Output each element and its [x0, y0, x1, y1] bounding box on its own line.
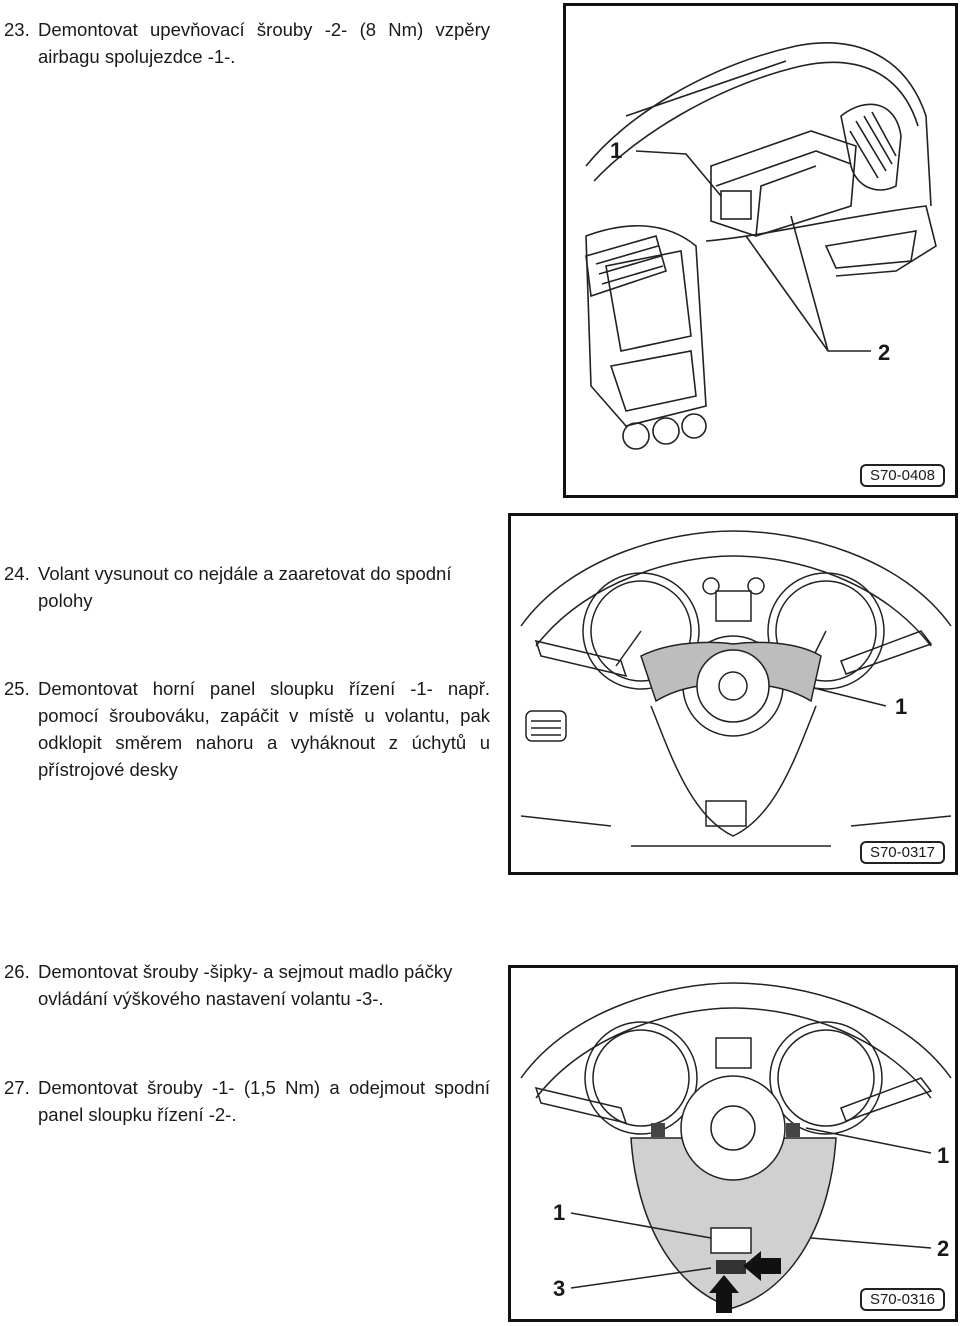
figure-code: S70-0317	[859, 841, 945, 864]
step-27: 27. Demontovat šrouby -1- (1,5 Nm) a ode…	[4, 1074, 490, 1128]
figure-code: S70-0408	[859, 464, 945, 487]
step-text: Demontovat horní panel sloupku řízení -1…	[38, 678, 490, 780]
figure-code: S70-0316	[859, 1288, 945, 1311]
figure-steering-lower-panel: 1 1 2 3 S70-0316	[508, 965, 958, 1322]
callout-1: 1	[895, 694, 908, 719]
figure-airbag-dashboard: 1 2 S70-0408	[563, 3, 958, 498]
callout-1-left: 1	[553, 1200, 566, 1225]
step-number: 27.	[4, 1077, 30, 1098]
steering-lower-drawing	[520, 982, 952, 1313]
step-text: Volant vysunout co nejdále a zaaretovat …	[38, 563, 452, 611]
step-26: 26. Demontovat šrouby -šipky- a sejmout …	[4, 958, 490, 1012]
callout-2: 2	[878, 340, 891, 365]
step-number: 25.	[4, 678, 30, 699]
step-text: Demontovat upevňovací šrouby -2- (8 Nm) …	[38, 19, 490, 67]
step-text: Demontovat šrouby -šipky- a sejmout madl…	[38, 961, 453, 1009]
step-number: 24.	[4, 563, 30, 584]
callout-3: 3	[553, 1276, 566, 1301]
step-23: 23. Demontovat upevňovací šrouby -2- (8 …	[4, 16, 490, 70]
step-text: Demontovat šrouby -1- (1,5 Nm) a odejmou…	[38, 1077, 490, 1125]
dashboard-drawing	[585, 42, 937, 450]
steering-upper-drawing	[520, 530, 952, 847]
callout-1: 1	[610, 138, 623, 163]
figure-steering-upper-panel: 1 S70-0317	[508, 513, 958, 875]
step-number: 23.	[4, 19, 30, 40]
callout-1-right: 1	[937, 1143, 950, 1168]
step-number: 26.	[4, 961, 30, 982]
step-25: 25. Demontovat horní panel sloupku řízen…	[4, 675, 490, 783]
callout-2: 2	[937, 1236, 950, 1261]
step-24: 24. Volant vysunout co nejdále a zaareto…	[4, 560, 490, 614]
